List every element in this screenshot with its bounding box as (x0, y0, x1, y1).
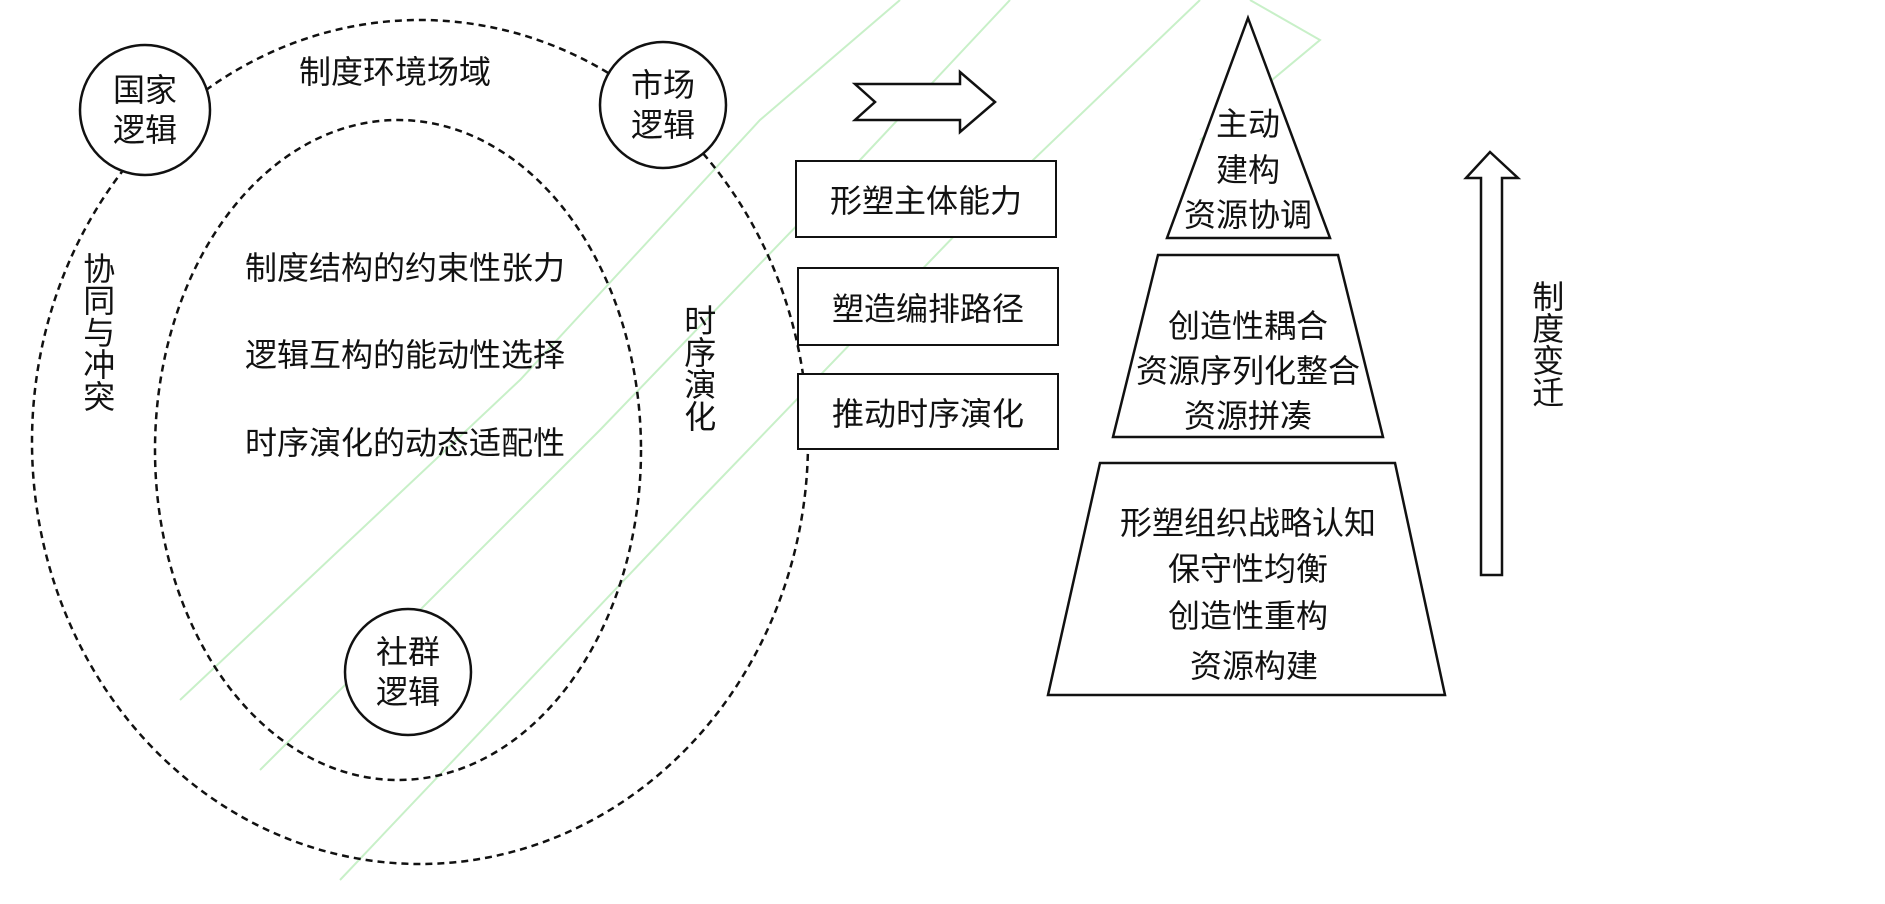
pyramid-middle (1111, 253, 1385, 439)
inner-ring (153, 118, 643, 782)
mechanism-box: 塑造编排路径 (797, 267, 1059, 346)
pyramid-bottom-text: 保守性均衡 (1167, 550, 1329, 588)
inner-item: 时序演化的动态适配性 (244, 424, 566, 462)
pyramid-top-text: 资源协调 (1183, 196, 1313, 234)
pyramid-bottom-text: 资源构建 (1189, 647, 1319, 685)
pyramid-top-text: 主动 (1215, 105, 1281, 143)
outer-ring-title: 制度环境场域 (298, 53, 492, 91)
mechanism-box: 形塑主体能力 (795, 160, 1057, 238)
right-arrow-icon (851, 69, 997, 135)
mechanism-box: 推动时序演化 (797, 373, 1059, 450)
outer-ring-left-label: 协同与冲突 (78, 252, 117, 412)
node-market-label: 市场逻辑 (630, 66, 696, 144)
up-arrow-icon (1463, 150, 1522, 577)
pyramid-bottom (1046, 461, 1447, 697)
pyramid-top (1165, 14, 1332, 240)
watermark (179, 0, 1322, 881)
node-state-label: 国家逻辑 (112, 71, 178, 149)
pyramid-middle-text: 创造性耦合 (1167, 307, 1329, 345)
outer-ring-right-label: 时序演化 (679, 304, 718, 432)
pyramid-middle-text: 资源序列化整合 (1135, 352, 1361, 390)
side-arrow-label: 制度变迁 (1527, 280, 1566, 408)
inner-item: 逻辑互构的能动性选择 (244, 336, 566, 374)
pyramid-bottom-text: 创造性重构 (1167, 597, 1329, 635)
pyramid-middle-text: 资源拼凑 (1183, 397, 1313, 435)
node-state (78, 43, 212, 177)
node-market (598, 40, 728, 170)
pyramid-bottom-text: 形塑组织战略认知 (1119, 504, 1377, 542)
node-community (343, 607, 473, 737)
node-community-label: 社群逻辑 (375, 633, 441, 711)
pyramid-top-text: 建构 (1215, 151, 1281, 189)
inner-item: 制度结构的约束性张力 (244, 249, 566, 287)
